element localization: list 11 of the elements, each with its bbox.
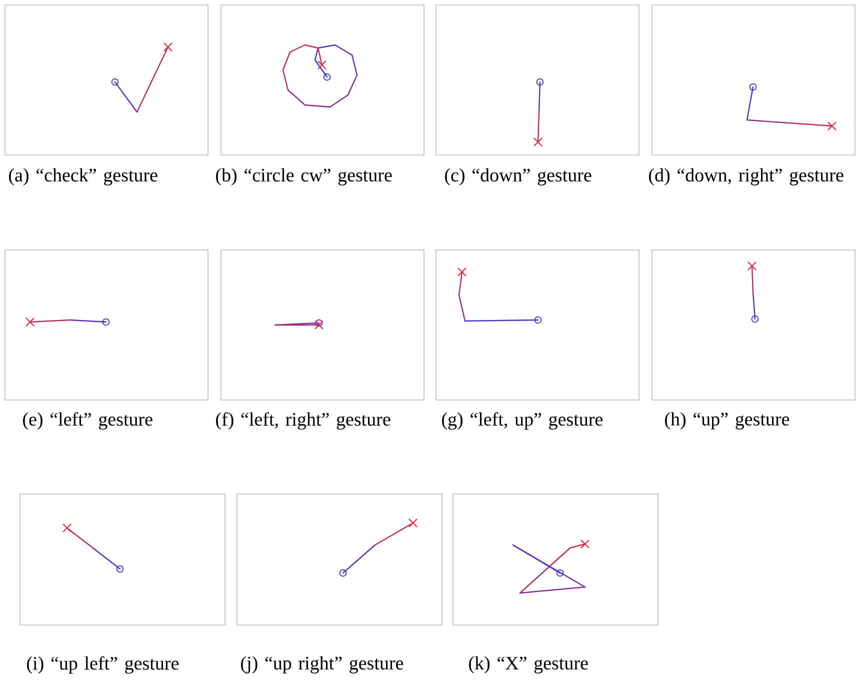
figure-caption: (i) “up left” gesture — [27, 656, 179, 674]
figure-caption: (b) “circle cw” gesture — [216, 168, 392, 186]
figure-caption: (j) “up right” gesture — [241, 656, 404, 674]
figure-caption: (g) “left, up” gesture — [442, 412, 602, 430]
figure-caption: (d) “down, right” gesture — [649, 168, 844, 186]
figure-caption: (h) “up” gesture — [665, 412, 790, 430]
figure-caption: (f) “left, right” gesture — [216, 412, 390, 430]
figure-caption: (e) “left” gesture — [23, 412, 152, 430]
figure-caption: (a) “check” gesture — [9, 168, 158, 186]
figure-caption: (c) “down” gesture — [445, 168, 592, 186]
figure-caption: (k) “X” gesture — [469, 656, 588, 674]
